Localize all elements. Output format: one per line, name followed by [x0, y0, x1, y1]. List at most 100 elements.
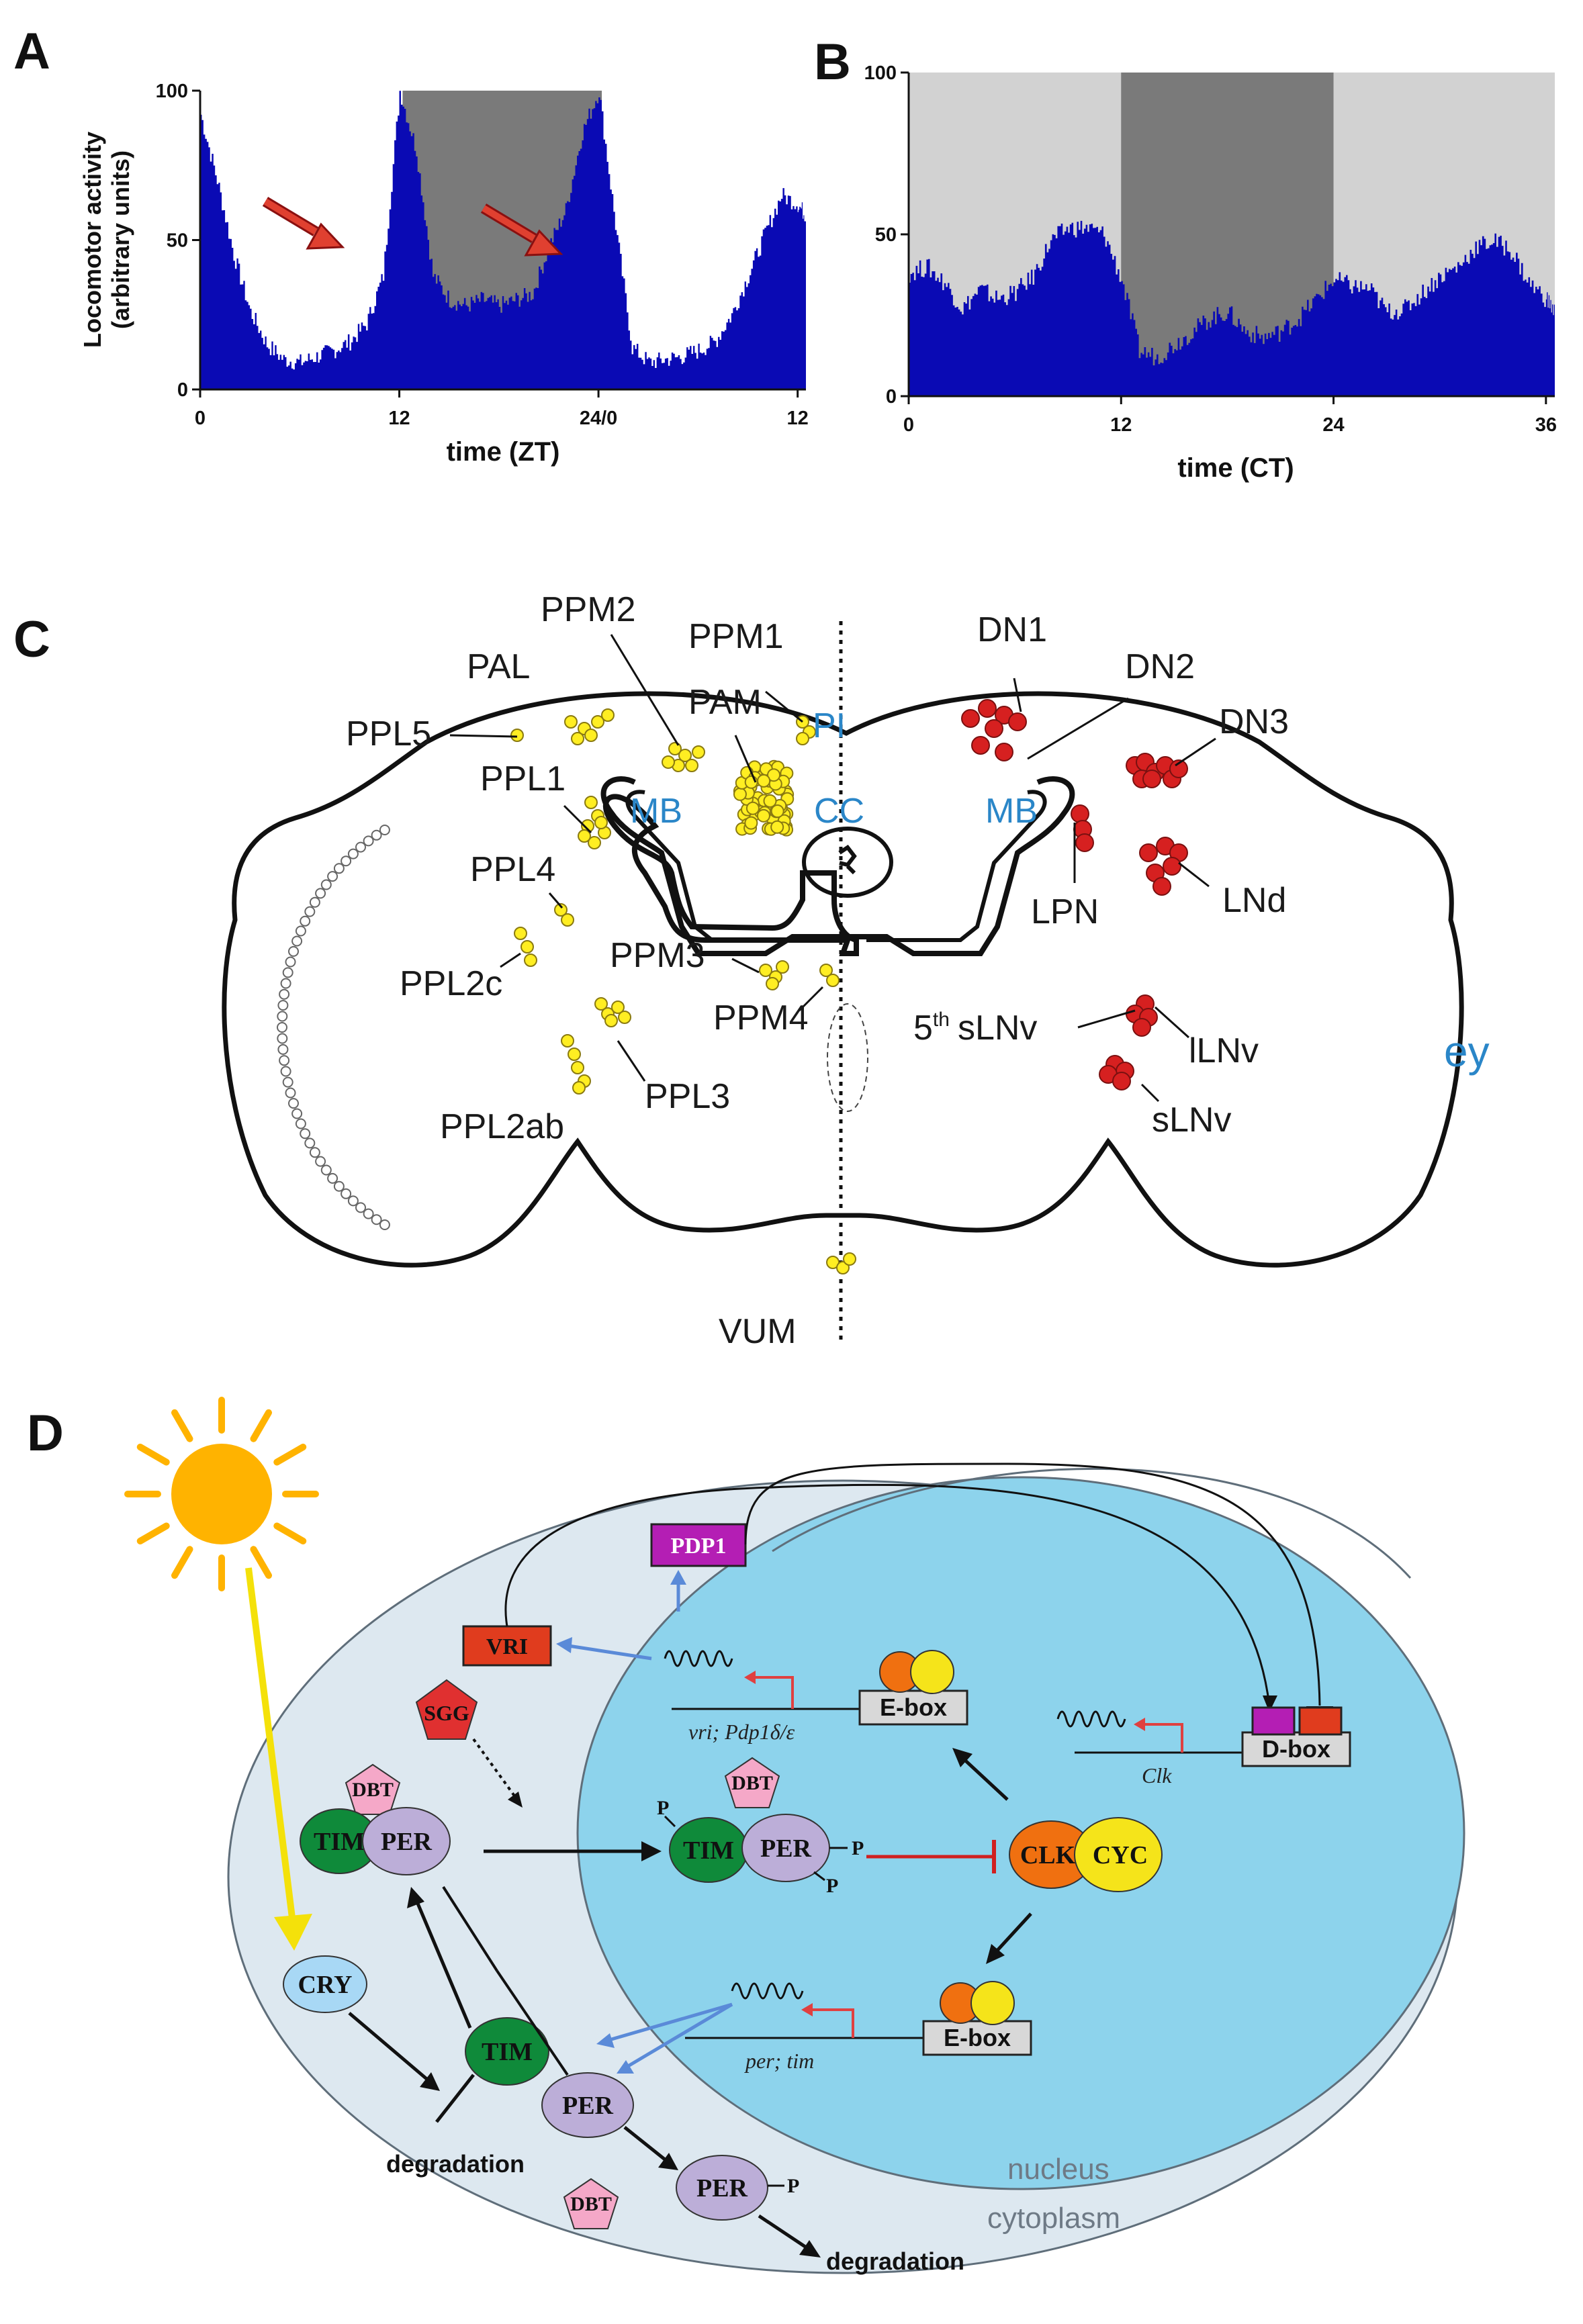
dopaminergic-neuron	[591, 715, 604, 729]
sun-ray	[250, 1409, 272, 1442]
y-tick-label: 100	[864, 62, 897, 84]
optic-lobe-cell	[363, 835, 374, 847]
x-tick-label: 12	[388, 408, 410, 429]
phospho-per-bond-2	[813, 1871, 825, 1881]
brain-leader-lines	[449, 634, 1216, 1103]
optic-lobe-cell	[295, 925, 306, 937]
tim-protein-bottom	[465, 2017, 549, 2086]
x-tick-label: 24/0	[580, 408, 617, 429]
dopaminergic-neuron	[524, 954, 537, 967]
clkcyc-to-ebox-bottom	[993, 1912, 1032, 1955]
sgg-label: SGG	[424, 1701, 469, 1725]
optic-lobe-cell	[282, 967, 293, 978]
optic-lobe-cell	[279, 1055, 290, 1066]
mrna-clk	[1056, 1710, 1126, 1728]
dopaminergic-neuron	[510, 729, 524, 742]
x-tick-label: 36	[1535, 414, 1557, 436]
dopaminergic-neuron	[685, 759, 698, 772]
per-degradation-head	[799, 2240, 821, 2258]
dopaminergic-neuron	[776, 960, 789, 974]
dbt-label-bottom: DBT	[570, 2193, 612, 2215]
y-tick-label: 50	[875, 224, 897, 246]
optic-lobe-cell	[277, 1022, 287, 1033]
dopaminergic-neuron-pam	[744, 816, 758, 830]
sun-ray	[136, 1444, 170, 1466]
per-to-complex-line-2	[442, 1886, 498, 1972]
optic-lobe-cell	[277, 1000, 289, 1011]
mushroom-body-left	[600, 776, 843, 956]
mrna-per-tim	[731, 1982, 804, 2000]
cyc-label: CYC	[1093, 1841, 1148, 1869]
clock-neuron	[1163, 857, 1181, 876]
sun-ray	[273, 1522, 307, 1544]
dopaminergic-neuron	[692, 745, 705, 759]
ebox-top-label: E-box	[880, 1693, 947, 1721]
brain-diagram: PPM2 PPM1 PAL PAM PI PPL5 PPL1 MB CC MB …	[222, 590, 1490, 1351]
phospho-per-mid-2: P	[826, 1875, 838, 1897]
optic-lobe-cell	[295, 1118, 306, 1129]
optic-lobe-cell	[347, 848, 359, 859]
dopaminergic-neuron	[826, 974, 840, 987]
dopaminergic-neuron-pam	[763, 794, 777, 808]
panel-label-a: A	[13, 23, 50, 80]
nuclear-membrane-arc	[772, 1468, 1412, 1579]
phospho-tim-bond	[664, 1815, 676, 1828]
optic-lobe-cell	[327, 1172, 338, 1184]
optic-lobe-cell	[300, 915, 311, 927]
label-ppl5: PPL5	[346, 714, 431, 753]
clock-neuron	[995, 743, 1013, 761]
sgg-arrowhead	[508, 1792, 523, 1808]
sun-ray	[250, 1546, 272, 1579]
optic-lobe-cell	[288, 945, 299, 957]
promoter-head-2	[1134, 1718, 1145, 1731]
chart-a-activity-area	[200, 91, 806, 389]
optic-lobe-cell	[379, 825, 390, 835]
y-tick-label: 100	[156, 81, 188, 102]
per-protein-top	[362, 1807, 451, 1875]
dopaminergic-neuron-pam	[757, 774, 771, 788]
optic-lobe-cell	[304, 906, 316, 917]
midline-structure	[827, 1003, 868, 1112]
dopaminergic-neuron	[668, 742, 682, 755]
optic-lobe-cell	[288, 1098, 299, 1109]
dopaminergic-neuron	[588, 836, 601, 849]
ebox-bottom-cyc	[970, 1981, 1015, 2025]
mushroom-body-right	[840, 776, 1075, 956]
label-pi: PI	[813, 706, 846, 745]
optic-lobe-cell	[277, 1011, 288, 1022]
per-label-mid: PER	[760, 1834, 812, 1863]
ebox-bottom-label: E-box	[944, 2024, 1011, 2051]
dbt-label-mid: DBT	[731, 1772, 773, 1794]
tim-label-top: TIM	[314, 1828, 365, 1856]
cry-degradation-arrow	[348, 2012, 431, 2083]
mushroom-body-structure	[602, 794, 859, 956]
x-tick-label: 12	[787, 408, 809, 429]
gene-label-per-tim: per; tim	[744, 2049, 814, 2073]
dopaminergic-neuron	[571, 732, 584, 745]
optic-lobe-cell	[347, 1195, 359, 1207]
cry-degradation-head	[420, 2072, 440, 2091]
optic-lobe-cell	[333, 1180, 345, 1192]
x-tick-label: 12	[1110, 414, 1132, 436]
chart-a-ylabel-line1: Locomotor activity	[79, 132, 106, 348]
brain-outline	[222, 691, 1464, 1268]
clock-neuron	[1071, 804, 1089, 823]
x-tick-label: 0	[195, 408, 206, 429]
optic-lobe-cell	[341, 855, 352, 867]
optic-lobe-cell	[280, 978, 291, 989]
label-dn3: DN3	[1219, 702, 1289, 741]
dopaminergic-neuron	[514, 927, 527, 940]
dopaminergic-neuron-pam	[733, 787, 747, 801]
dbt-protein-top	[345, 1763, 401, 1815]
chart-a-ylabel-line2: (arbitrary units)	[107, 150, 134, 329]
clock-neurons	[961, 699, 1188, 1090]
per-degradation-arrow	[758, 2214, 811, 2251]
clock-neuron	[985, 719, 1003, 738]
light-arrowhead	[274, 1914, 312, 1951]
clock-neuron	[978, 699, 997, 718]
